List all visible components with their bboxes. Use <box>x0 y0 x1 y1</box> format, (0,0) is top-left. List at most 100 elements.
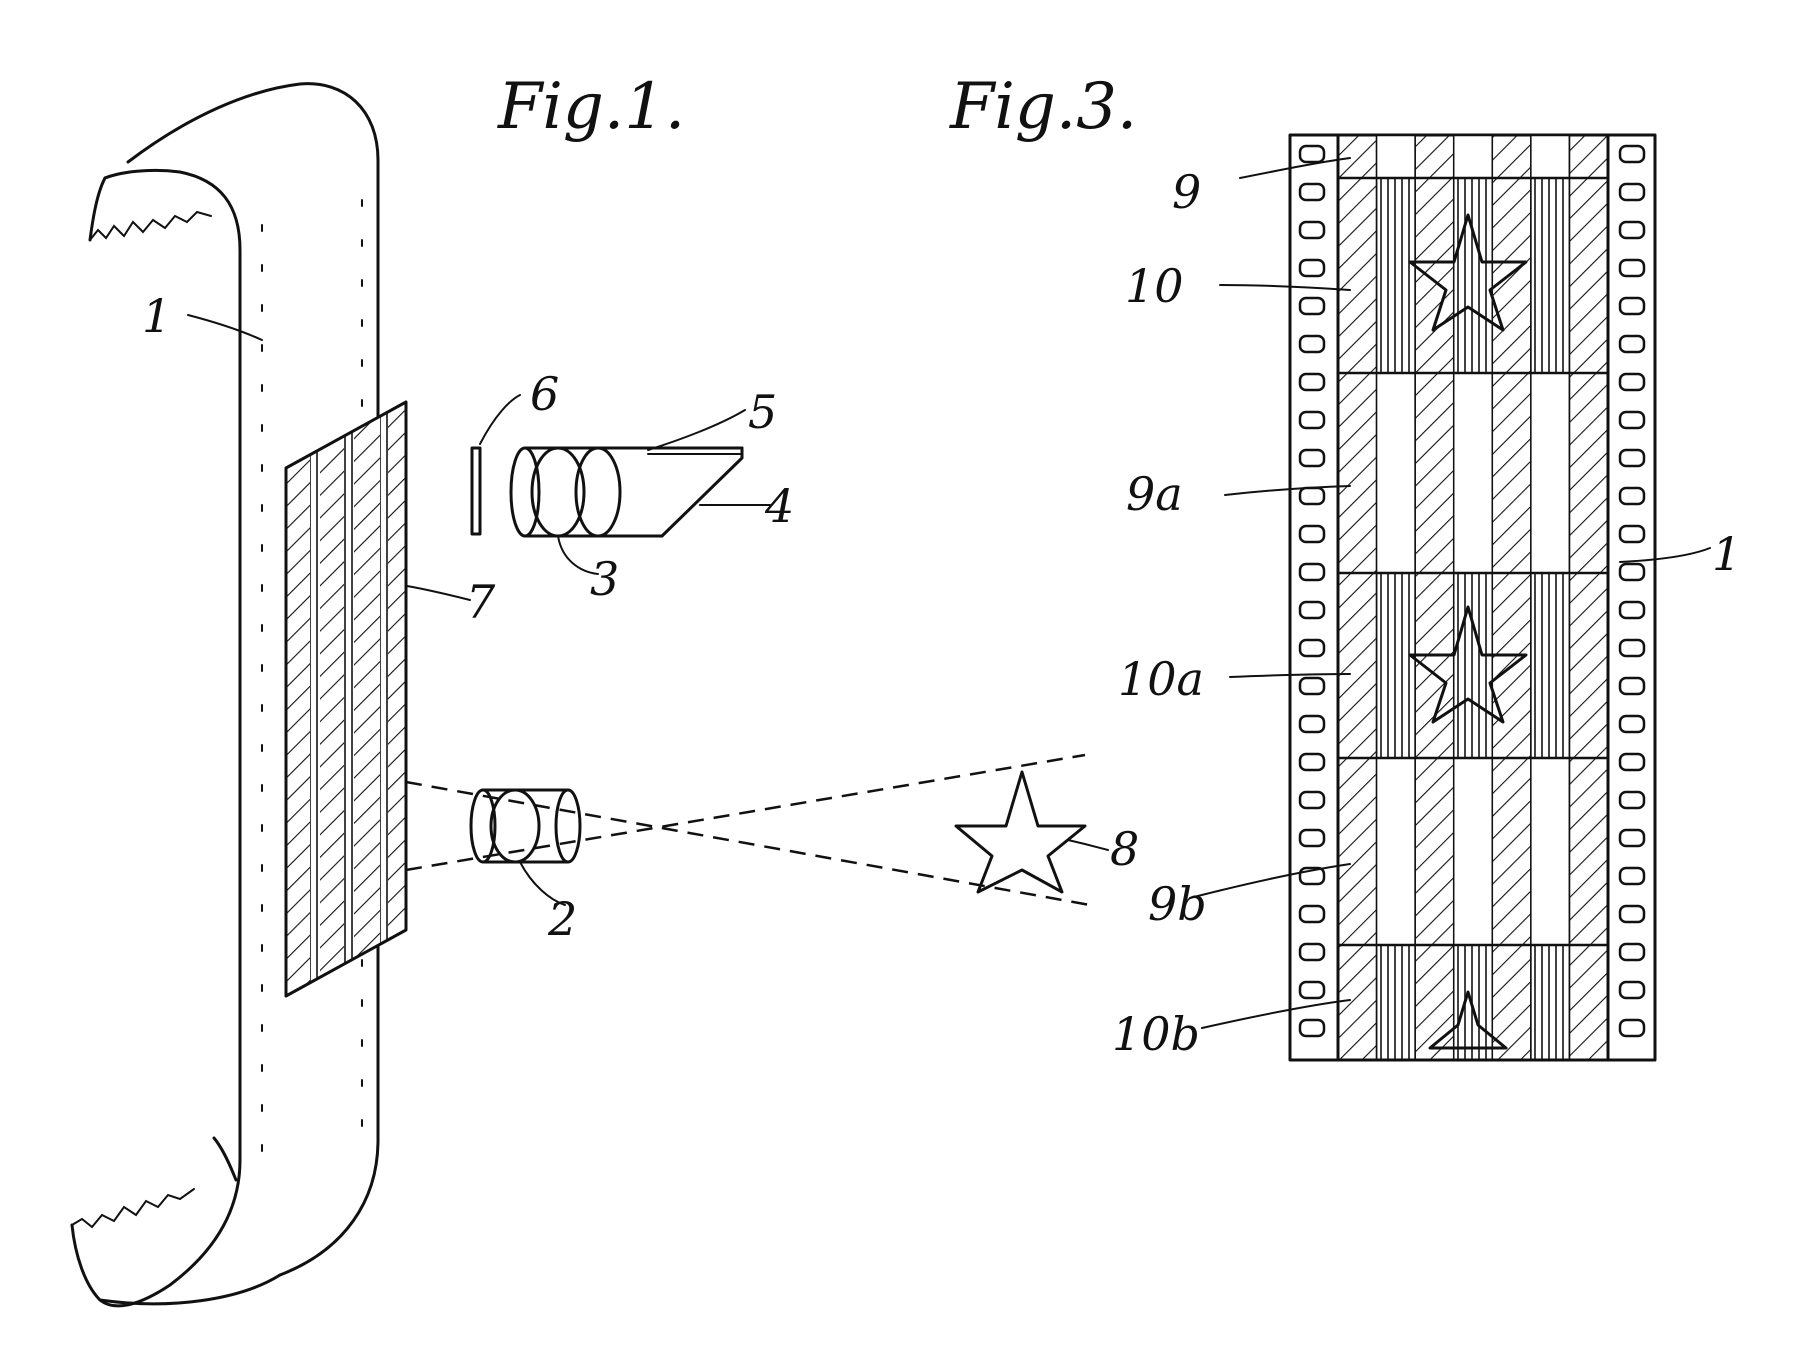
sprocket-hole <box>1618 220 1646 240</box>
sprocket-hole <box>1298 790 1326 810</box>
sprocket-hole <box>1618 904 1646 924</box>
frame-9-top <box>1337 133 1609 179</box>
sprocket-hole <box>1298 334 1326 354</box>
sprocket-hole <box>1298 296 1326 316</box>
frame-column <box>1452 372 1494 574</box>
label-3: 3 <box>590 552 619 606</box>
sprocket-hole <box>1298 752 1326 772</box>
sprocket-hole <box>1298 144 1326 164</box>
sprocket-hole <box>1618 524 1646 544</box>
sprocket-hole <box>1298 828 1326 848</box>
label-4: 4 <box>764 479 794 533</box>
frame-column <box>1568 944 1609 1061</box>
sprocket-hole <box>1618 752 1646 772</box>
sprocket-hole <box>1618 638 1646 658</box>
label-6: 6 <box>530 367 559 421</box>
frame-column <box>1568 134 1609 179</box>
frame-7 <box>284 400 408 998</box>
sprocket-hole <box>1298 220 1326 240</box>
sprocket-hole <box>1618 676 1646 696</box>
sprocket-hole <box>1618 600 1646 620</box>
sprocket-hole <box>1618 144 1646 164</box>
sprocket-hole <box>1618 448 1646 468</box>
frame-column <box>1414 572 1455 759</box>
label-9b: 9b <box>1148 877 1207 931</box>
frame-column <box>1337 372 1378 574</box>
frame-10b <box>1337 943 1609 1061</box>
label-9: 9 <box>1172 165 1201 219</box>
sprocket-hole <box>1298 486 1326 506</box>
frame-star-10b <box>1428 990 1508 1050</box>
frame-column <box>1337 944 1378 1061</box>
sprocket-hole <box>1618 258 1646 278</box>
lens-2 <box>469 788 582 864</box>
frame-column <box>1452 944 1494 1061</box>
frame-column <box>1414 944 1455 1061</box>
frame-column <box>1530 944 1571 1061</box>
sprocket-hole <box>1298 714 1326 734</box>
sprocket-hole <box>1298 638 1326 658</box>
frame-star-10a <box>1408 605 1528 724</box>
sprocket-hole <box>1618 942 1646 962</box>
sprocket-hole <box>1298 182 1326 202</box>
figure-1: Fig.1. 1 6 5 4 3 7 2 8 <box>70 70 1139 1308</box>
frame-column <box>1452 572 1494 759</box>
frame-column <box>1530 372 1571 574</box>
sprocket-holes <box>1298 144 1646 1038</box>
frame-column <box>1568 757 1609 946</box>
frame-bands <box>1337 133 1609 1061</box>
film-strip-1 <box>70 82 380 1308</box>
sprocket-hole <box>1298 258 1326 278</box>
frame-star-10 <box>1408 213 1528 332</box>
figure-3: Fig.3. 9 10 9a 10a 9b 10b <box>949 70 1741 1062</box>
sprocket-hole <box>1618 334 1646 354</box>
fig1-title: Fig.1. <box>497 70 685 144</box>
label-5: 5 <box>748 385 777 439</box>
frame-column <box>1414 177 1455 374</box>
sprocket-hole <box>1298 904 1326 924</box>
sprocket-hole <box>1618 296 1646 316</box>
label-2: 2 <box>547 892 577 946</box>
sprocket-hole <box>1618 790 1646 810</box>
label-1: 1 <box>142 289 171 343</box>
frame-column <box>1491 134 1532 179</box>
frame-10a <box>1337 571 1609 759</box>
sprocket-hole <box>1618 372 1646 392</box>
frame-column <box>1337 134 1378 179</box>
sprocket-hole <box>1298 600 1326 620</box>
fig3-leaders <box>1189 157 1711 1029</box>
frame-column <box>1530 134 1571 179</box>
frame-column <box>1375 757 1416 946</box>
label-10b: 10b <box>1112 1007 1200 1061</box>
frame-column <box>1375 572 1416 759</box>
sprocket-hole <box>1618 410 1646 430</box>
frame-9a <box>1337 371 1609 574</box>
projected-star-8 <box>954 770 1087 894</box>
sprocket-hole <box>1298 524 1326 544</box>
frame-9b <box>1337 756 1609 946</box>
frame-column <box>1375 944 1416 1061</box>
sprocket-hole <box>1298 1018 1326 1038</box>
frame-column <box>1375 177 1416 374</box>
sprocket-hole <box>1298 372 1326 392</box>
frame-column <box>1375 134 1416 179</box>
sprocket-hole <box>1618 980 1646 1000</box>
fig1-leaders <box>187 314 1109 906</box>
frame-column <box>1530 757 1571 946</box>
frame-column <box>1337 572 1378 759</box>
sprocket-hole <box>1298 410 1326 430</box>
screen-6 <box>470 446 482 536</box>
frame-column <box>1491 372 1532 574</box>
frame-column <box>1414 757 1455 946</box>
frame-column <box>1414 372 1455 574</box>
frame-column <box>1414 134 1455 179</box>
label-8: 8 <box>1110 822 1139 876</box>
frame-column <box>1491 757 1532 946</box>
frame-column <box>1337 757 1378 946</box>
frame-column <box>1491 944 1532 1061</box>
sprocket-hole <box>1618 714 1646 734</box>
sprocket-hole <box>1618 562 1646 582</box>
label-9a: 9a <box>1126 467 1183 521</box>
sprocket-hole <box>1618 828 1646 848</box>
fig3-title: Fig.3. <box>949 70 1137 144</box>
